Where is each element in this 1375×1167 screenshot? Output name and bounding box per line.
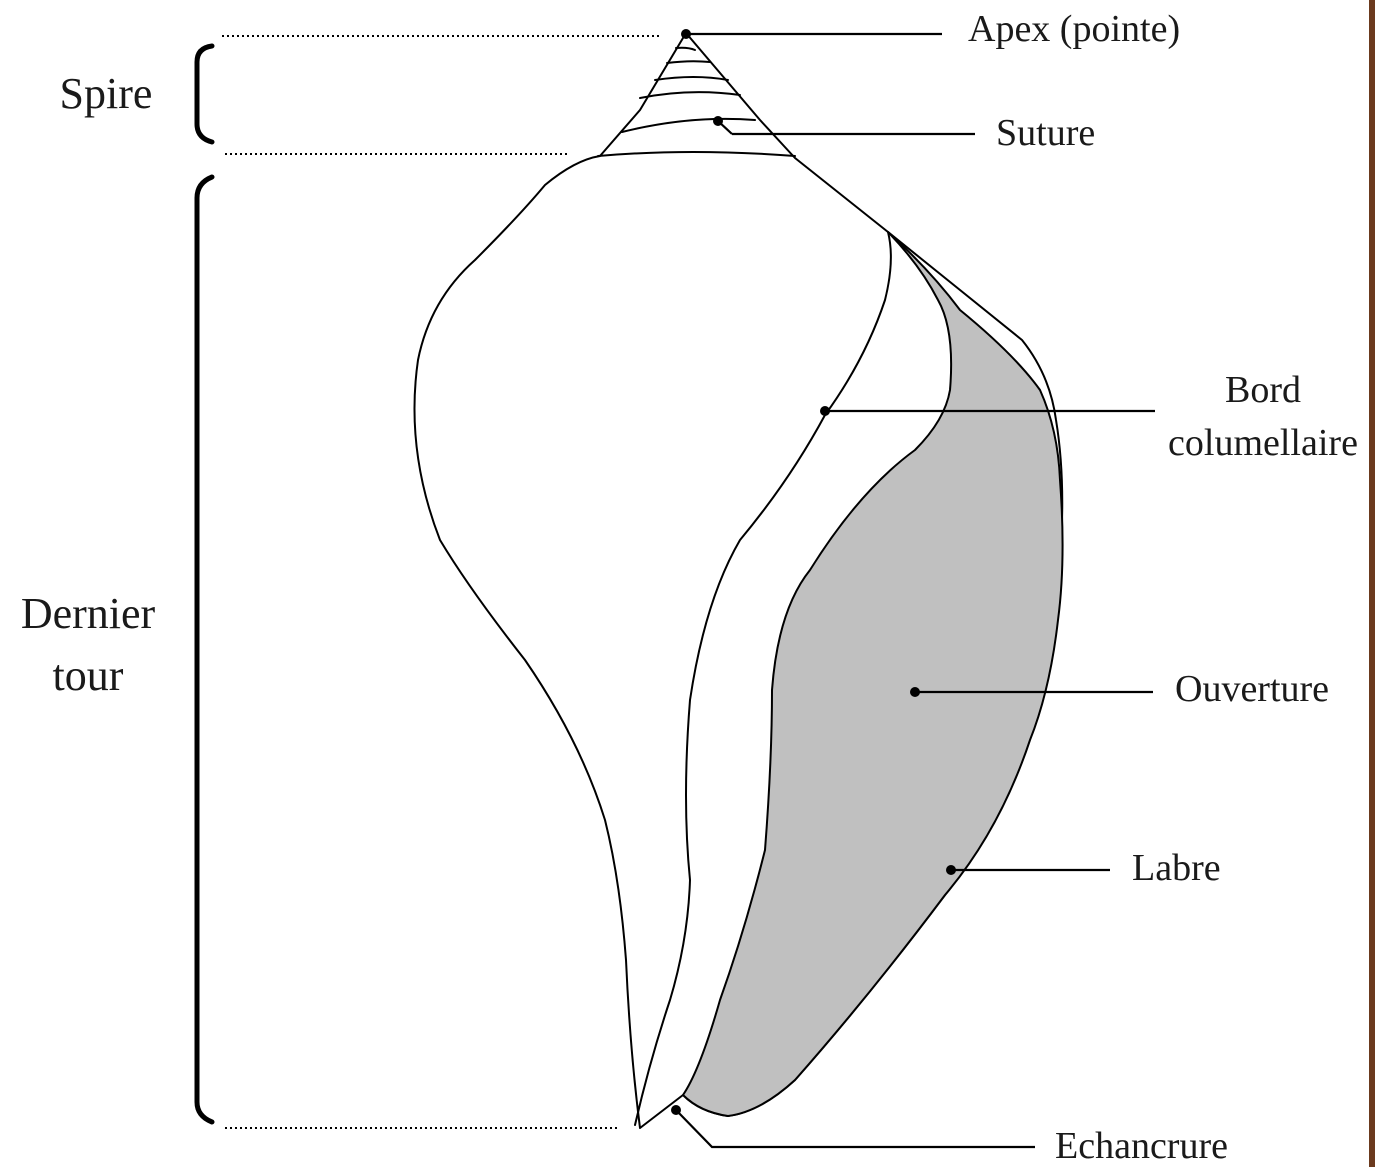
label-dernier-line1: Dernier [21,589,156,638]
bord-columellaire-dot [820,406,830,416]
spire-whorl-1 [676,48,695,50]
label-dernier-line2: tour [53,651,124,700]
suture-dot [713,116,723,126]
spire-brace [197,46,212,142]
ouverture-dot [910,687,920,697]
label-suture: Suture [996,112,1095,154]
aperture-area [683,232,1063,1116]
spire-whorl-2 [667,61,710,63]
labre-dot [946,865,956,875]
label-bord-line2: columellaire [1168,422,1358,464]
label-bord-line1: Bord [1225,369,1301,411]
label-labre: Labre [1132,847,1221,889]
label-spire: Spire [60,69,153,118]
label-echancrure: Echancrure [1055,1125,1228,1167]
spire-whorl-3 [655,77,728,80]
label-apex: Apex (pointe) [968,8,1180,50]
spire-whorl-5 [622,119,755,132]
spire-whorl-4 [640,92,740,98]
label-ouverture: Ouverture [1175,668,1329,710]
echancrure-dot [671,1105,681,1115]
apex-dot [681,29,691,39]
right-border-strip [1369,0,1375,1167]
spire-whorl-6 [598,152,795,156]
dernier-tour-brace [197,177,212,1122]
